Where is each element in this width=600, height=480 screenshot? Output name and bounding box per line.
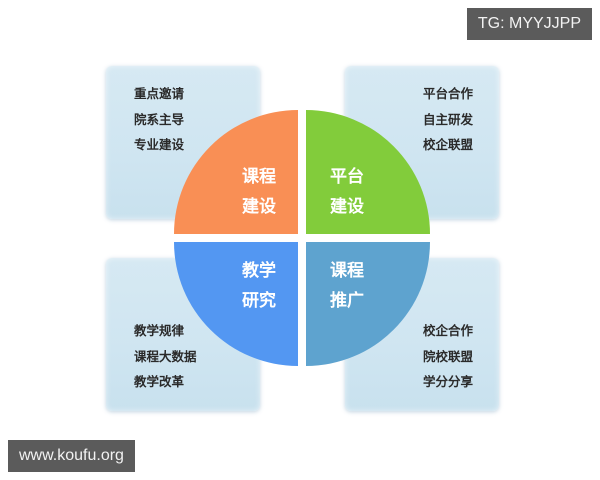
item-list: 校企合作 院校联盟 学分分享 (423, 318, 473, 395)
list-item: 自主研发 (422, 111, 473, 127)
list-item: 教学改革 (134, 374, 185, 389)
quadrant-label-line2: 研究 (242, 291, 276, 311)
item-list: 教学规律 课程大数据 教学改革 (134, 318, 197, 395)
list-item: 平台合作 (422, 86, 473, 101)
quadrant-label-line2: 建设 (242, 197, 276, 217)
list-item: 院校联盟 (422, 348, 473, 364)
item-list: 平台合作 自主研发 校企联盟 (423, 81, 473, 158)
list-item: 院系主导 (134, 111, 185, 127)
quadrant-label-line1: 教学 (242, 261, 276, 281)
list-item: 学分分享 (422, 374, 473, 389)
list-item: 教学规律 (134, 323, 185, 338)
quadrant-label: 教学 研究 (242, 256, 276, 316)
item-list: 重点邀请 院系主导 专业建设 (134, 81, 184, 158)
quadrant-label: 课程 推广 (330, 256, 364, 316)
watermark-site: www.koufu.org (8, 440, 135, 472)
list-item: 校企合作 (422, 323, 473, 338)
quadrant-label-line1: 平台 (330, 167, 364, 187)
list-item: 重点邀请 (134, 86, 185, 101)
quadrant-label-line2: 推广 (330, 291, 364, 311)
quadrant-label-line1: 课程 (330, 261, 364, 281)
watermark-tg: TG: MYYJJPP (466, 8, 592, 40)
list-item: 校企联盟 (422, 137, 473, 152)
quadrant-label: 课程 建设 (242, 162, 276, 222)
list-item: 专业建设 (134, 137, 185, 152)
quadrant-label: 平台 建设 (330, 162, 364, 222)
quadrant-label-line1: 课程 (242, 167, 276, 187)
quadrant-label-line2: 建设 (330, 197, 364, 217)
list-item: 课程大数据 (134, 348, 197, 364)
